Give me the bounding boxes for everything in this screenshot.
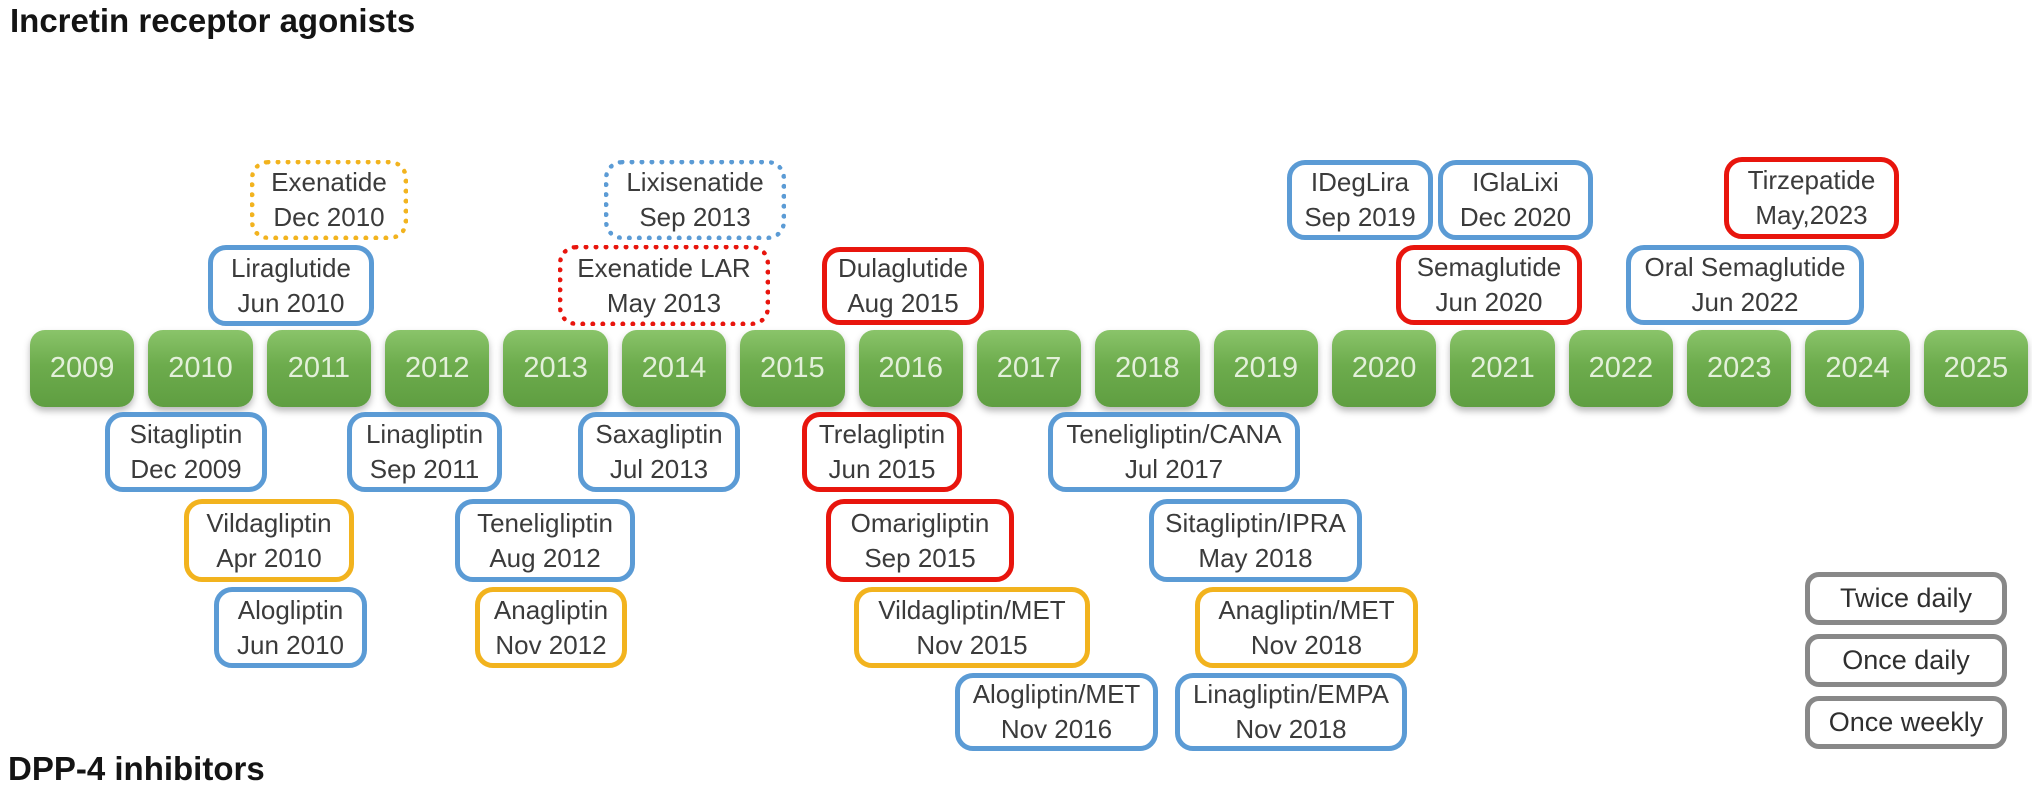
- drug-approval-date: Dec 2009: [130, 454, 242, 484]
- year-box-2021: 2021: [1450, 330, 1555, 407]
- drug-name: Saxagliptin: [595, 419, 723, 449]
- drug-name: Linagliptin/EMPA: [1192, 679, 1390, 709]
- year-box-2019: 2019: [1213, 330, 1318, 407]
- drug-name: Vildagliptin: [206, 507, 332, 538]
- year-box-2009: 2009: [30, 330, 135, 407]
- drug-box-anagliptin-met: Anagliptin/MET Nov 2018: [1195, 587, 1418, 668]
- drug-approval-date: Jun 2010: [237, 287, 345, 318]
- drug-name: Sitagliptin: [129, 419, 243, 449]
- year-box-2024: 2024: [1805, 330, 1910, 407]
- drug-approval-date: May 2018: [1198, 542, 1313, 573]
- drug-name: Semaglutide: [1416, 252, 1562, 282]
- drug-name: Teneligliptin: [477, 507, 613, 538]
- drug-box-exenatide-lar: Exenatide LAR May 2013: [558, 245, 770, 326]
- drug-approval-date: Sep 2013: [639, 202, 751, 232]
- year-box-2011: 2011: [266, 330, 372, 407]
- drug-approval-date: Aug 2015: [847, 288, 959, 318]
- drug-approval-date: Jun 2020: [1435, 287, 1543, 317]
- drug-name: Anagliptin: [493, 594, 609, 625]
- year-box-2010: 2010: [148, 330, 253, 407]
- drug-approval-date: May,2023: [1755, 200, 1868, 230]
- drug-name: Omarigliptin: [850, 507, 990, 538]
- drug-approval-date: Dec 2010: [273, 202, 385, 232]
- year-box-2016: 2016: [858, 330, 963, 407]
- legend-item-twice-daily: Twice daily: [1805, 572, 2007, 625]
- drug-approval-date: Nov 2015: [916, 629, 1028, 660]
- year-box-2025: 2025: [1923, 330, 2029, 407]
- legend-item-once-daily: Once daily: [1805, 634, 2007, 687]
- drug-name: Exenatide: [271, 167, 387, 197]
- year-box-2023: 2023: [1687, 330, 1792, 407]
- year-box-2013: 2013: [503, 330, 608, 407]
- drug-name: Oral Semaglutide: [1644, 252, 1846, 282]
- drug-approval-date: Jul 2013: [609, 454, 709, 484]
- legend-item-once-weekly: Once weekly: [1805, 696, 2007, 749]
- drug-approval-date: Nov 2018: [1250, 629, 1363, 660]
- drug-box-alogliptin-met: Alogliptin/MET Nov 2016: [955, 673, 1158, 751]
- drug-approval-date: Aug 2012: [489, 542, 601, 573]
- drug-box-vildagliptin-met: Vildagliptin/MET Nov 2015: [854, 587, 1090, 668]
- drug-name: Tirzepatide: [1747, 165, 1876, 195]
- dpp4-inhibitors-title: DPP-4 inhibitors: [8, 750, 265, 787]
- drug-name: IGlaLixi: [1472, 167, 1559, 197]
- drug-box-sitagliptin-ipra: Sitagliptin/IPRA May 2018: [1149, 499, 1362, 582]
- drug-box-teneligliptin-cana: Teneligliptin/CANA Jul 2017: [1048, 412, 1300, 492]
- drug-name: Lixisenatide: [626, 167, 764, 197]
- drug-name: IDegLira: [1310, 167, 1410, 197]
- drug-approval-date: Sep 2015: [864, 542, 976, 573]
- drug-approval-date: Dec 2020: [1459, 202, 1572, 232]
- drug-name: Trelagliptin: [818, 419, 946, 449]
- year-box-2014: 2014: [621, 330, 727, 407]
- year-box-2012: 2012: [385, 330, 490, 407]
- drug-name: Vildagliptin/MET: [878, 594, 1066, 625]
- year-box-2015: 2015: [740, 330, 845, 407]
- drug-box-linagliptin-empa: Linagliptin/EMPA Nov 2018: [1175, 673, 1407, 751]
- year-box-2017: 2017: [976, 330, 1082, 407]
- drug-approval-date: May 2013: [606, 287, 722, 318]
- drug-name: Exenatide LAR: [577, 252, 751, 283]
- drug-name: Anagliptin/MET: [1218, 594, 1395, 625]
- drug-name: Dulaglutide: [837, 253, 969, 283]
- year-box-2018: 2018: [1095, 330, 1200, 407]
- drug-approval-date: Apr 2010: [216, 542, 322, 573]
- year-box-2020: 2020: [1331, 330, 1437, 407]
- drug-approval-date: Jun 2010: [237, 629, 344, 660]
- drug-name: Alogliptin/MET: [972, 679, 1141, 709]
- drug-approval-date: Jul 2017: [1124, 454, 1224, 484]
- drug-approval-date: Jun 2015: [828, 454, 936, 484]
- drug-approval-date: Nov 2012: [495, 629, 607, 660]
- drug-approval-date: Jun 2022: [1691, 287, 1799, 317]
- drug-approval-date: Nov 2016: [1000, 714, 1113, 744]
- drug-name: Liraglutide: [231, 252, 351, 283]
- drug-name: Sitagliptin/IPRA: [1165, 507, 1346, 538]
- drug-name: Alogliptin: [237, 594, 344, 625]
- incretin-receptor-agonists-title: Incretin receptor agonists: [10, 2, 416, 39]
- drug-name: Teneligliptin/CANA: [1066, 419, 1282, 449]
- drug-approval-date: Sep 2019: [1304, 202, 1416, 232]
- drug-approval-date: Nov 2018: [1235, 714, 1347, 744]
- drug-approval-date: Sep 2011: [369, 454, 480, 484]
- drug-name: Linagliptin: [365, 419, 484, 449]
- year-box-2022: 2022: [1568, 330, 1674, 407]
